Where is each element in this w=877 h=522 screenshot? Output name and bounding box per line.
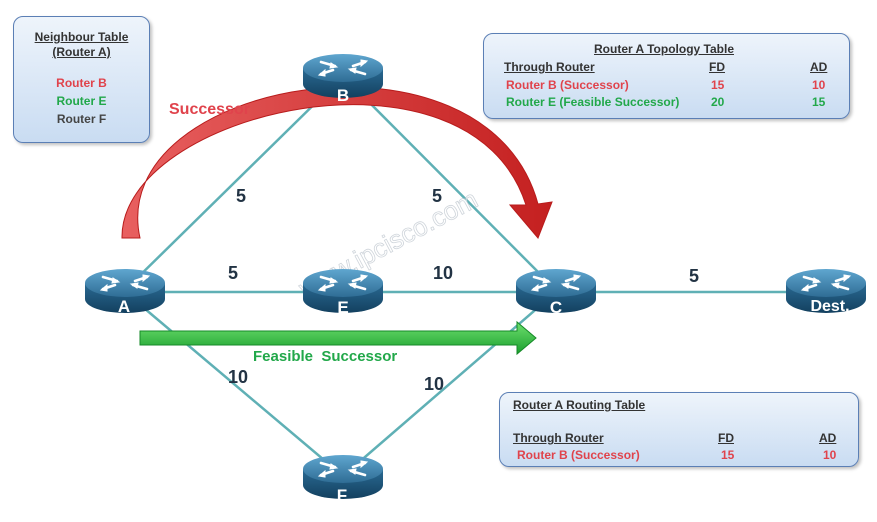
neighbour-table-title: Neighbour Table bbox=[34, 30, 129, 44]
feasible-successor-label: Feasible Successor bbox=[253, 348, 397, 365]
routing-row-1-ad: 10 bbox=[823, 448, 837, 462]
neighbour-router-f: Router F bbox=[56, 112, 107, 126]
router-f-label: F bbox=[337, 486, 347, 505]
metric-a-e: 5 bbox=[228, 263, 238, 283]
router-e-label: E bbox=[337, 298, 348, 317]
topology-row-2-router: Router E (Feasible Successor) bbox=[506, 95, 680, 109]
routing-table-title: Router A Routing Table bbox=[513, 398, 646, 412]
neighbour-router-b: Router B bbox=[56, 76, 107, 90]
neighbour-router-e: Router E bbox=[56, 94, 107, 108]
neighbour-table: Neighbour Table (Router A) Router B Rout… bbox=[13, 16, 150, 143]
topology-table: Router A Topology Table Through Router F… bbox=[483, 33, 850, 119]
metric-e-c: 10 bbox=[433, 263, 453, 283]
router-a[interactable]: A bbox=[85, 267, 165, 316]
metric-a-f: 10 bbox=[228, 367, 248, 387]
router-b-label: B bbox=[337, 86, 349, 105]
neighbour-table-subtitle: (Router A) bbox=[52, 45, 111, 59]
successor-arrow bbox=[121, 86, 553, 239]
routing-table: Router A Routing Table Through Router FD… bbox=[499, 392, 859, 467]
routing-row-1-fd: 15 bbox=[721, 448, 735, 462]
metric-c-dest: 5 bbox=[689, 266, 699, 286]
feasible-successor-arrow bbox=[139, 320, 537, 356]
topology-header-fd: FD bbox=[709, 60, 725, 74]
routing-header-ad: AD bbox=[819, 431, 837, 445]
router-a-label: A bbox=[118, 297, 130, 316]
router-dest[interactable]: Dest. bbox=[786, 267, 866, 315]
topology-row-2-ad: 15 bbox=[812, 95, 826, 109]
metric-b-c: 5 bbox=[432, 186, 442, 206]
router-c-label: C bbox=[550, 298, 562, 317]
link-a-f bbox=[124, 291, 344, 477]
topology-row-1-ad: 10 bbox=[812, 78, 826, 92]
topology-table-title: Router A Topology Table bbox=[594, 42, 734, 56]
router-b[interactable]: B bbox=[303, 52, 383, 105]
routing-header-router: Through Router bbox=[513, 431, 604, 445]
router-f[interactable]: F bbox=[303, 453, 383, 505]
topology-header-ad: AD bbox=[810, 60, 828, 74]
routing-row-1-router: Router B (Successor) bbox=[517, 448, 640, 462]
topology-header-router: Through Router bbox=[504, 60, 595, 74]
link-a-b bbox=[124, 75, 344, 291]
link-b-c bbox=[342, 75, 557, 291]
topology-row-1-fd: 15 bbox=[711, 78, 725, 92]
topology-row-2-fd: 20 bbox=[711, 95, 725, 109]
router-e[interactable]: E bbox=[303, 267, 383, 317]
link-f-c bbox=[342, 291, 557, 477]
router-dest-label: Dest. bbox=[810, 298, 849, 315]
successor-label: Successor bbox=[169, 101, 250, 118]
topology-row-1-router: Router B (Successor) bbox=[506, 78, 629, 92]
metric-a-b: 5 bbox=[236, 186, 246, 206]
routing-header-fd: FD bbox=[718, 431, 734, 445]
router-c[interactable]: C bbox=[516, 267, 596, 317]
metric-f-c: 10 bbox=[424, 374, 444, 394]
